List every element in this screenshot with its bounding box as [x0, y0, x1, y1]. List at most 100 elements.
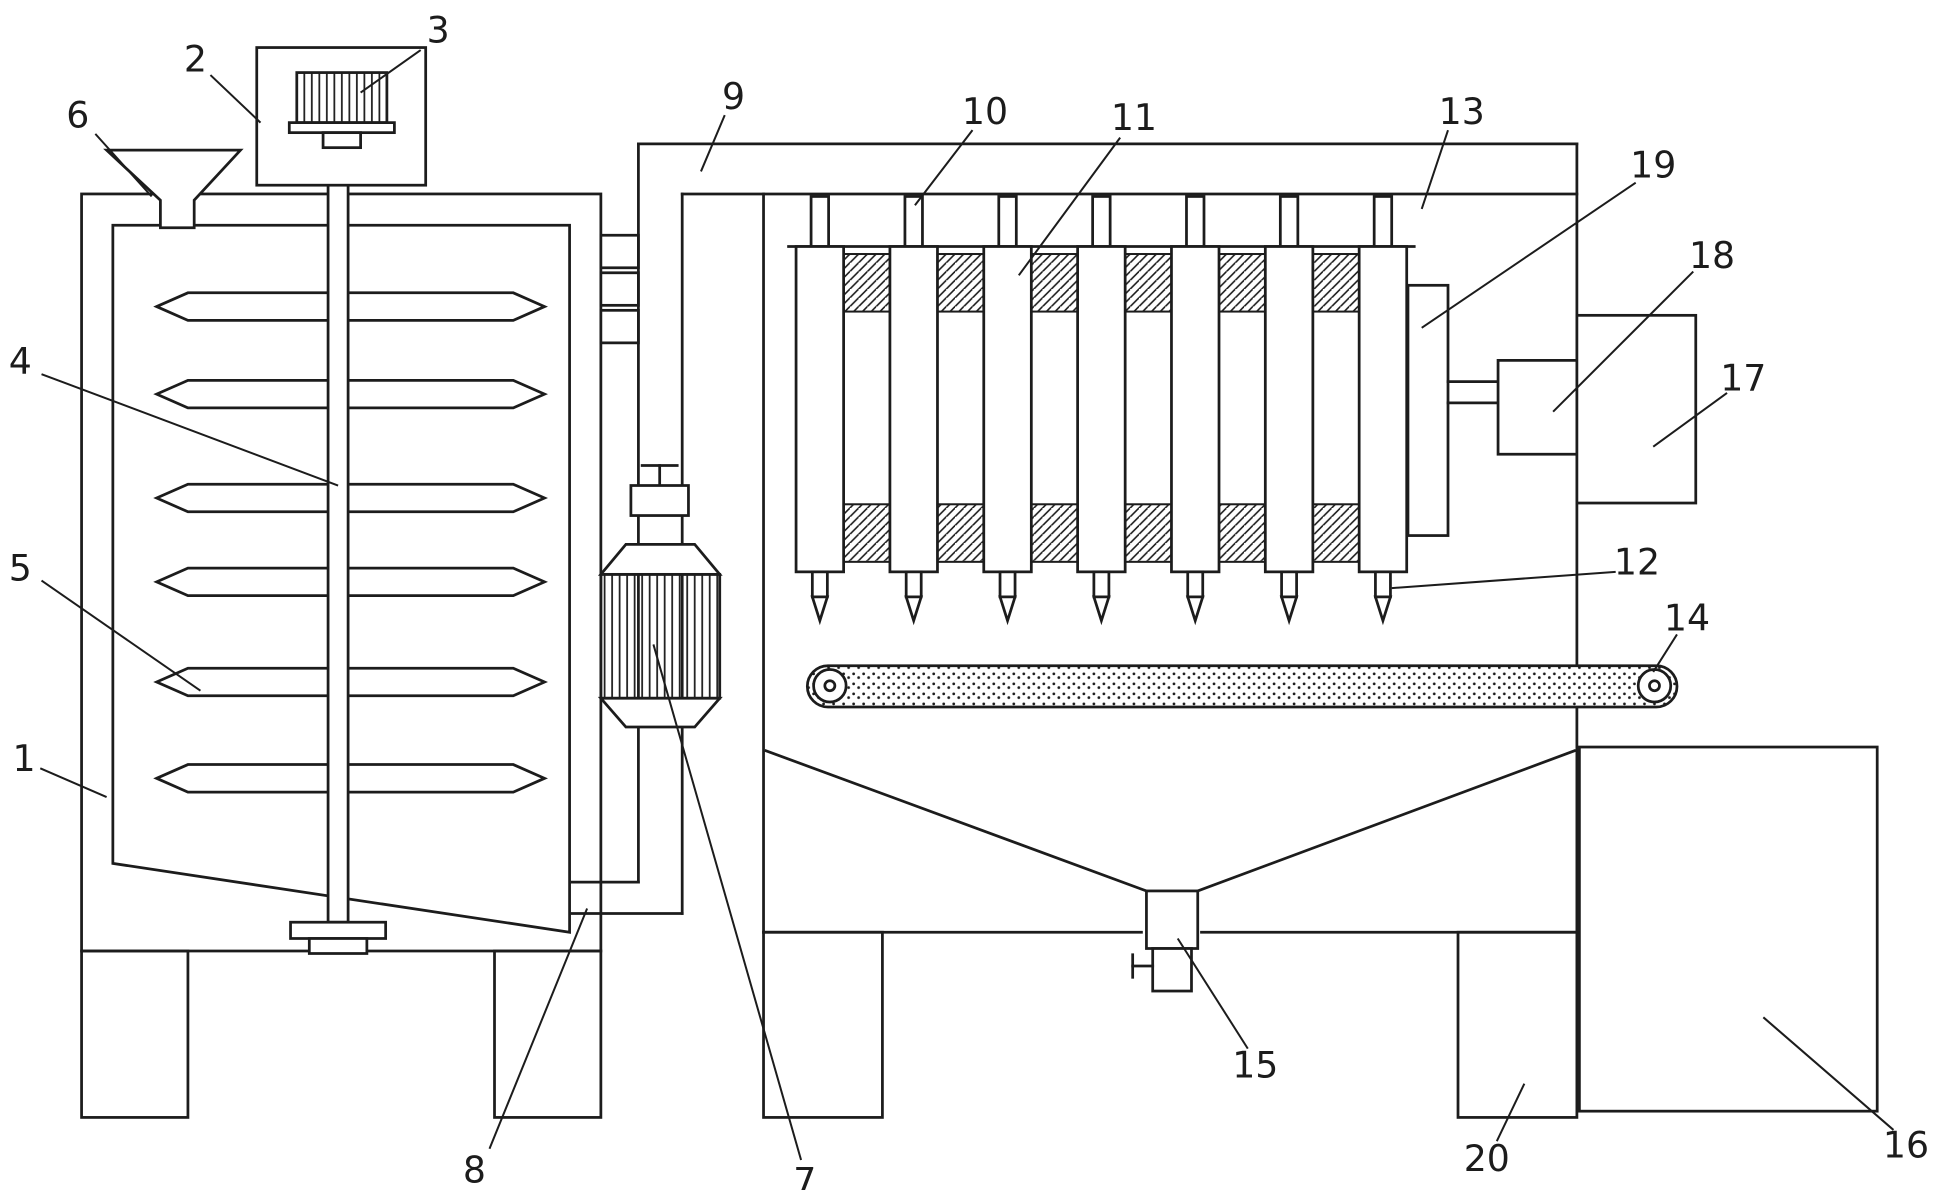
- part-label-1: 1: [12, 737, 35, 780]
- pump-body: [599, 572, 722, 700]
- part-label-3: 3: [427, 9, 450, 52]
- unit-top-rod: [1091, 195, 1112, 248]
- discharge-funnel-right: [1195, 749, 1577, 893]
- part-label-16: 16: [1883, 1123, 1929, 1166]
- paddle-blade: [153, 763, 548, 794]
- spray-nozzle-stem: [1374, 570, 1392, 599]
- spray-nozzle-stem: [1092, 570, 1111, 599]
- unit-top-rod: [809, 195, 830, 248]
- unit-top-rod: [903, 195, 924, 248]
- filter-unit-5: [1170, 195, 1267, 626]
- part-label-7: 7: [793, 1160, 816, 1190]
- leader-line-4: [41, 373, 339, 487]
- pump-top: [597, 542, 723, 576]
- spring-coil-top: [1030, 253, 1079, 313]
- part-label-2: 2: [184, 37, 207, 80]
- spray-nozzle-tip: [1185, 595, 1205, 626]
- shaft-bottom-bearing: [289, 920, 388, 940]
- leader-line-16: [1762, 1016, 1895, 1131]
- drive-motor: [295, 71, 389, 125]
- agitator-paddles: [153, 291, 548, 794]
- part-label-20: 20: [1464, 1137, 1510, 1180]
- unit-top-rod: [1372, 195, 1394, 248]
- spray-nozzle-stem: [1186, 570, 1205, 599]
- leader-line-5: [40, 579, 202, 692]
- discharge-valve: [1151, 947, 1193, 993]
- part-label-19: 19: [1630, 144, 1676, 187]
- part-label-14: 14: [1664, 597, 1710, 640]
- spring-coil-top: [1218, 253, 1267, 313]
- spring-coil-top: [936, 253, 985, 313]
- side-motor: [1496, 359, 1579, 456]
- leader-line-18: [1552, 270, 1694, 413]
- filter-unit-array: [794, 195, 1409, 626]
- part-label-6: 6: [66, 94, 89, 137]
- unit-top-rod: [997, 195, 1018, 248]
- discharge-outlet: [1145, 889, 1200, 950]
- spray-nozzle-stem: [1280, 570, 1298, 599]
- leader-line-20: [1495, 1083, 1526, 1142]
- spring-coil-bottom: [936, 503, 985, 563]
- unit-top-rod: [1278, 195, 1300, 248]
- drive-bracket: [1406, 283, 1450, 537]
- spring-coil-bottom: [1124, 503, 1173, 563]
- filter-body: [1357, 245, 1409, 574]
- leader-line-1: [39, 767, 107, 799]
- leader-line-7: [652, 644, 803, 1161]
- part-label-18: 18: [1689, 234, 1735, 277]
- unit-top-rod: [1185, 195, 1206, 248]
- spray-nozzle-tip: [1279, 595, 1299, 626]
- conveyor-assembly: [805, 664, 1679, 709]
- drive-and-discharge: [762, 283, 1879, 1119]
- motor-base-plate: [287, 121, 396, 135]
- pipe-flange: [599, 233, 640, 270]
- pipe-flange: [599, 308, 640, 345]
- filter-body: [888, 245, 939, 574]
- leader-line-15: [1176, 937, 1249, 1050]
- spray-nozzle-tip: [1092, 595, 1111, 626]
- pipe-valve: [629, 464, 690, 517]
- filter-unit-7: [1357, 195, 1409, 626]
- part-label-12: 12: [1614, 540, 1660, 583]
- spray-nozzle-tip: [998, 595, 1017, 626]
- collection-box: [1578, 745, 1879, 1113]
- chamber-leg-right: [1456, 930, 1579, 1119]
- spray-nozzle-stem: [810, 570, 829, 599]
- pipe-flange: [599, 271, 640, 307]
- leader-line-8: [488, 908, 589, 1150]
- tank-inner-vessel: [111, 223, 571, 934]
- filter-unit-3: [982, 195, 1079, 626]
- leader-line-14: [1652, 633, 1678, 673]
- part-label-13: 13: [1439, 90, 1485, 133]
- circulation-pump: [597, 542, 723, 729]
- shaft-bearing-base: [307, 937, 369, 955]
- paddle-blade: [153, 666, 548, 698]
- leader-line-6: [94, 133, 153, 198]
- conveyor-roller-right: [1636, 668, 1673, 704]
- part-label-9: 9: [722, 75, 745, 118]
- filter-unit-2: [888, 195, 985, 626]
- spring-coil-top: [1311, 253, 1361, 313]
- filter-unit-6: [1263, 195, 1361, 626]
- part-label-15: 15: [1232, 1043, 1278, 1086]
- roller-hub: [823, 679, 837, 693]
- pump-bottom: [597, 696, 723, 729]
- part-label-5: 5: [9, 547, 32, 590]
- chamber-leg-left: [762, 930, 884, 1119]
- spring-coil-bottom: [1030, 503, 1079, 563]
- part-label-4: 4: [9, 340, 32, 383]
- agitator-shaft: [326, 146, 350, 924]
- leader-line-9: [700, 114, 726, 172]
- filter-body: [794, 245, 845, 574]
- spring-coil-bottom: [1311, 503, 1361, 563]
- conveyor-belt: [805, 664, 1679, 709]
- feed-hopper: [103, 148, 244, 230]
- spray-nozzle-stem: [998, 570, 1017, 599]
- filter-body: [1170, 245, 1221, 574]
- leader-line-13: [1420, 129, 1449, 210]
- spray-nozzle-stem: [904, 570, 923, 599]
- paddle-blade: [153, 291, 548, 322]
- tank-leg-left: [80, 949, 190, 1119]
